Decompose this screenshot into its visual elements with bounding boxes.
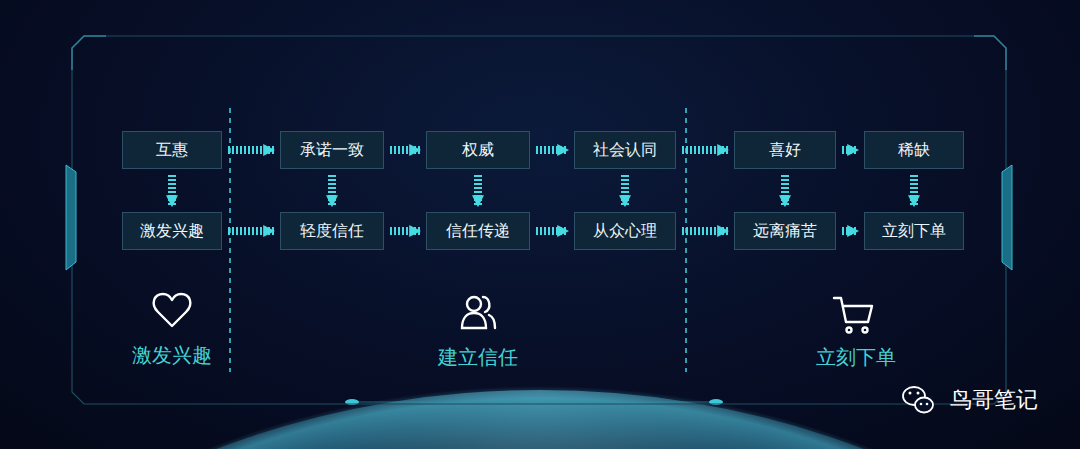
flow-arrow	[328, 175, 336, 206]
flow-arrow	[390, 227, 420, 235]
box-text: 从众心理	[593, 221, 657, 241]
flow-arrow	[682, 146, 728, 154]
flow-arrow	[390, 146, 420, 154]
process-box: 承诺一致	[280, 131, 384, 169]
horizon-line	[352, 401, 716, 402]
box-text: 稀缺	[898, 140, 930, 160]
frame-corner	[72, 36, 106, 70]
flow-arrow	[228, 227, 274, 235]
users-icon	[462, 297, 495, 328]
flow-arrow	[228, 146, 274, 154]
flow-arrow	[682, 227, 728, 235]
frame-corner	[974, 36, 1006, 70]
process-box: 激发兴趣	[122, 212, 222, 250]
box-text: 承诺一致	[300, 140, 364, 160]
box-text: 权威	[462, 140, 494, 160]
box-text: 远离痛苦	[753, 221, 817, 241]
process-box: 远离痛苦	[734, 212, 836, 250]
process-box: 从众心理	[574, 212, 676, 250]
process-box: 互惠	[122, 131, 222, 169]
flow-arrow	[910, 175, 918, 206]
process-box: 权威	[426, 131, 530, 169]
watermark: 鸟哥笔记	[950, 385, 1038, 415]
box-text: 轻度信任	[300, 221, 364, 241]
section-label: 建立信任	[438, 344, 518, 371]
planet-rim	[0, 386, 1080, 449]
frame	[72, 36, 1006, 404]
side-accent	[1002, 165, 1012, 270]
flow-arrow	[168, 175, 176, 206]
wechat-icon	[903, 387, 933, 413]
box-text: 立刻下单	[882, 221, 946, 241]
flow-arrow	[781, 175, 789, 206]
cart-icon	[834, 298, 872, 333]
process-box: 社会认同	[574, 131, 676, 169]
flow-arrow	[474, 175, 482, 206]
flow-arrow	[842, 227, 858, 235]
flow-arrow	[621, 175, 629, 206]
flow-arrow	[536, 227, 568, 235]
process-box: 喜好	[734, 131, 836, 169]
section-label: 激发兴趣	[132, 342, 212, 369]
side-accent	[66, 165, 76, 270]
process-box: 立刻下单	[864, 212, 964, 250]
process-box: 稀缺	[864, 131, 964, 169]
box-text: 互惠	[156, 140, 188, 160]
section-label: 立刻下单	[816, 344, 896, 371]
heart-icon	[154, 294, 191, 326]
box-text: 激发兴趣	[140, 221, 204, 241]
flow-arrow	[842, 146, 858, 154]
process-box: 信任传递	[426, 212, 530, 250]
box-text: 喜好	[769, 140, 801, 160]
process-box: 轻度信任	[280, 212, 384, 250]
box-text: 社会认同	[593, 140, 657, 160]
flow-arrow	[536, 146, 568, 154]
box-text: 信任传递	[446, 221, 510, 241]
